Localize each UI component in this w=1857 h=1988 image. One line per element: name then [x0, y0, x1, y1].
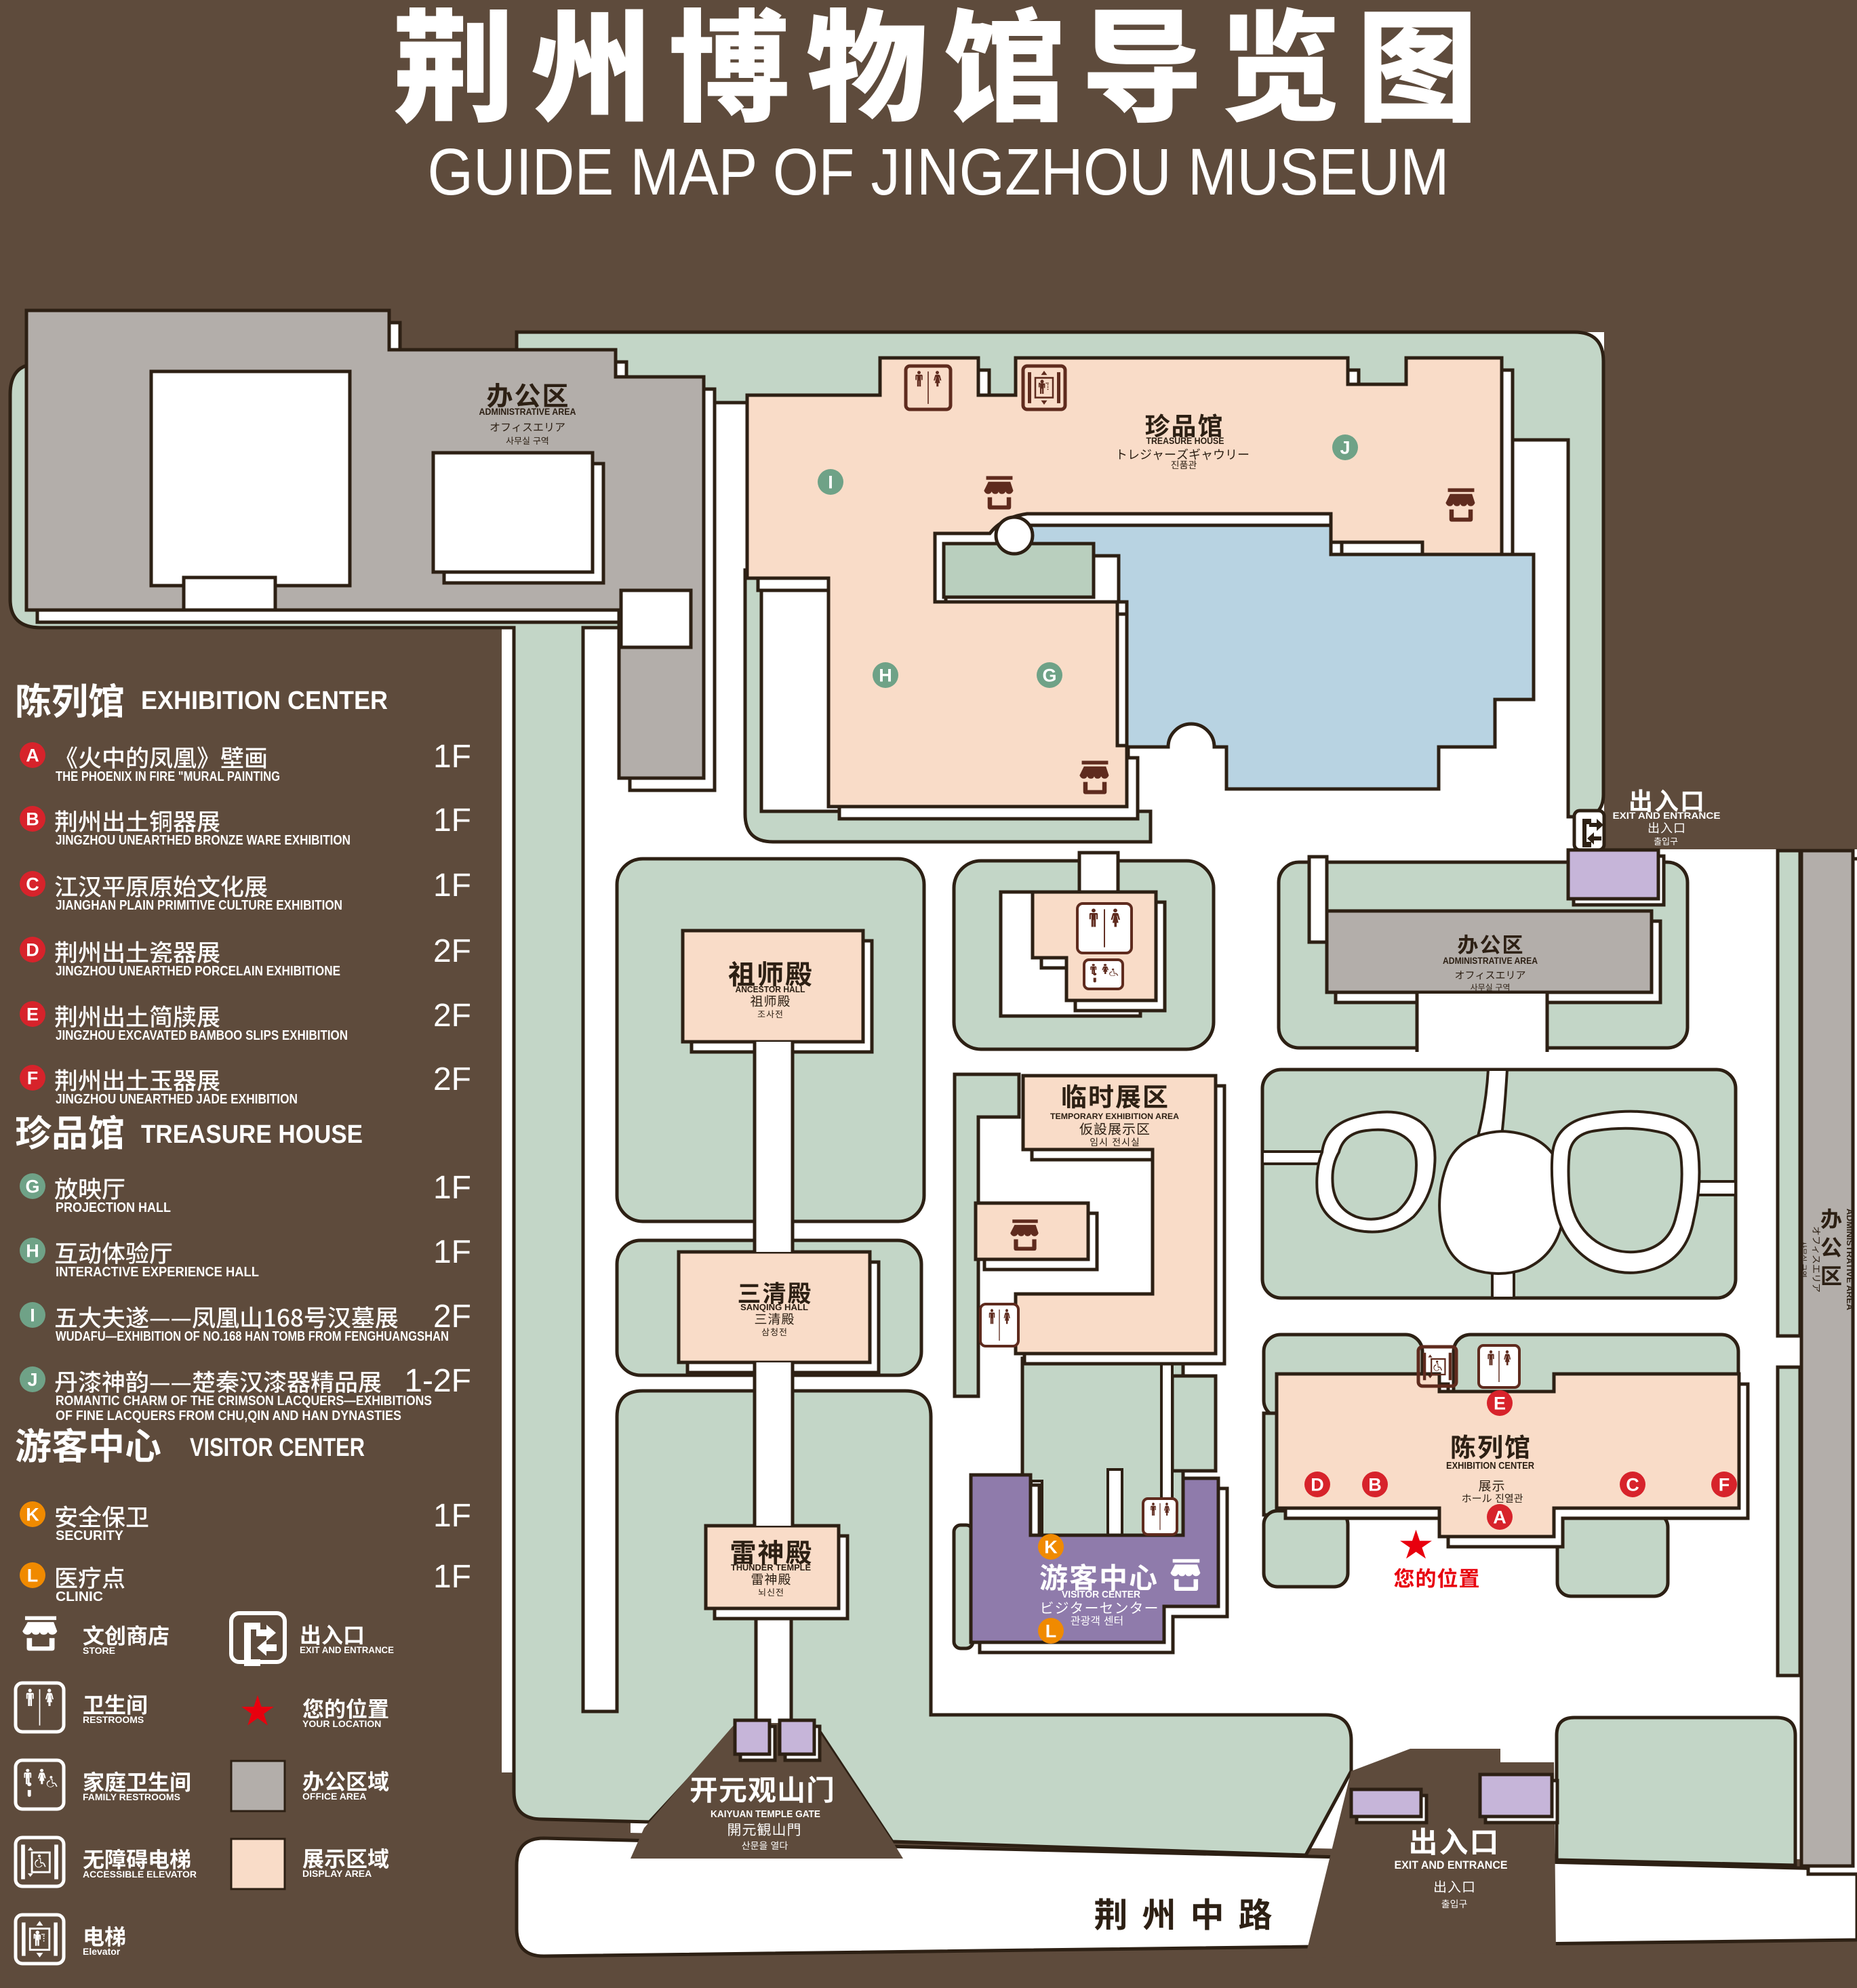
svg-text:JINGZHOU UNEARTHED BRONZE WARE: JINGZHOU UNEARTHED BRONZE WARE EXHIBITIO… — [56, 833, 351, 848]
svg-text:ROMANTIC CHARM OF THE CRIMSON: ROMANTIC CHARM OF THE CRIMSON LACQUERS—E… — [56, 1394, 432, 1408]
svg-text:THUNDER TEMPLE: THUNDER TEMPLE — [731, 1562, 811, 1573]
svg-text:1F: 1F — [433, 803, 471, 838]
svg-text:TREASURE HOUSE: TREASURE HOUSE — [141, 1120, 363, 1149]
svg-text:D: D — [1311, 1474, 1324, 1495]
svg-text:D: D — [26, 939, 39, 960]
svg-text:FAMILY RESTROOMS: FAMILY RESTROOMS — [83, 1791, 180, 1802]
svg-text:EXHIBITION CENTER: EXHIBITION CENTER — [141, 687, 388, 715]
svg-text:C: C — [1626, 1474, 1639, 1495]
svg-text:H: H — [26, 1240, 39, 1261]
svg-text:G: G — [1042, 665, 1056, 685]
svg-text:INTERACTIVE EXPERIENCE HALL: INTERACTIVE EXPERIENCE HALL — [56, 1265, 259, 1280]
svg-text:SANQING HALL: SANQING HALL — [740, 1302, 808, 1312]
svg-text:JINGZHOU UNEARTHED JADE EXHIBI: JINGZHOU UNEARTHED JADE EXHIBITION — [56, 1092, 298, 1107]
svg-text:YOUR LOCATION: YOUR LOCATION — [302, 1718, 381, 1729]
svg-text:I: I — [828, 472, 833, 492]
svg-text:1F: 1F — [433, 1170, 471, 1206]
svg-text:F: F — [1719, 1474, 1730, 1495]
svg-text:ADMINISTRATIVE AREA: ADMINISTRATIVE AREA — [479, 406, 576, 417]
svg-text:1F: 1F — [433, 1234, 471, 1270]
svg-text:ADMINISTRATIVE AREA: ADMINISTRATIVE AREA — [1845, 1209, 1854, 1310]
svg-text:K: K — [26, 1504, 39, 1524]
svg-text:A: A — [1493, 1507, 1506, 1527]
svg-text:K: K — [1044, 1537, 1058, 1557]
svg-text:ACCESSIBLE ELEVATOR: ACCESSIBLE ELEVATOR — [83, 1869, 197, 1880]
svg-text:EXHIBITION CENTER: EXHIBITION CENTER — [1446, 1460, 1534, 1472]
svg-text:2F: 2F — [433, 998, 471, 1034]
svg-text:Elevator: Elevator — [83, 1946, 121, 1957]
svg-text:VISITOR CENTER: VISITOR CENTER — [1062, 1589, 1140, 1600]
svg-text:KAIYUAN TEMPLE GATE: KAIYUAN TEMPLE GATE — [711, 1808, 820, 1820]
svg-text:2F: 2F — [433, 1299, 471, 1335]
svg-text:ADMINISTRATIVE AREA: ADMINISTRATIVE AREA — [1443, 955, 1538, 966]
svg-text:B: B — [26, 809, 39, 829]
svg-text:E: E — [1494, 1393, 1506, 1413]
svg-text:1-2F: 1-2F — [404, 1363, 471, 1399]
svg-text:A: A — [26, 745, 39, 765]
svg-text:I: I — [30, 1305, 35, 1325]
svg-text:JIANGHAN PLAIN PRIMITIVE CULTU: JIANGHAN PLAIN PRIMITIVE CULTURE EXHIBIT… — [56, 898, 342, 913]
svg-text:TEMPORARY EXHIBITION AREA: TEMPORARY EXHIBITION AREA — [1050, 1112, 1179, 1121]
svg-text:THE PHOENIX IN FIRE "MURAL PAI: THE PHOENIX IN FIRE "MURAL PAINTING — [56, 769, 280, 784]
svg-text:RESTROOMS: RESTROOMS — [83, 1714, 144, 1725]
svg-text:J: J — [27, 1369, 37, 1389]
svg-text:OFFICE AREA: OFFICE AREA — [302, 1791, 366, 1802]
svg-text:H: H — [879, 665, 892, 685]
svg-text:CLINIC: CLINIC — [56, 1589, 103, 1604]
svg-text:J: J — [1340, 437, 1350, 458]
svg-text:1F: 1F — [433, 1498, 471, 1534]
svg-text:JINGZHOU UNEARTHED PORCELAIN E: JINGZHOU UNEARTHED PORCELAIN EXHIBITIONE — [56, 964, 340, 979]
svg-text:STORE: STORE — [83, 1645, 115, 1656]
svg-text:1F: 1F — [433, 739, 471, 775]
svg-text:EXIT AND ENTRANCE: EXIT AND ENTRANCE — [1613, 810, 1721, 821]
svg-text:C: C — [26, 874, 39, 894]
svg-text:2F: 2F — [433, 1061, 471, 1097]
svg-text:WUDAFU—EXHIBITION OF NO.168 HA: WUDAFU—EXHIBITION OF NO.168 HAN TOMB FRO… — [56, 1329, 449, 1344]
svg-text:EXIT AND ENTRANCE: EXIT AND ENTRANCE — [300, 1644, 394, 1655]
svg-text:SECURITY: SECURITY — [56, 1528, 124, 1543]
svg-text:2F: 2F — [433, 933, 471, 969]
svg-text:TREASURE HOUSE: TREASURE HOUSE — [1146, 435, 1224, 446]
svg-text:1F: 1F — [433, 1559, 471, 1595]
svg-text:PROJECTION HALL: PROJECTION HALL — [56, 1200, 171, 1215]
svg-text:VISITOR CENTER: VISITOR CENTER — [190, 1434, 365, 1462]
svg-text:DISPLAY AREA: DISPLAY AREA — [302, 1868, 372, 1879]
svg-text:ANCESTOR HALL: ANCESTOR HALL — [736, 984, 805, 994]
svg-text:GUIDE MAP OF JINGZHOU MUSEUM: GUIDE MAP OF JINGZHOU MUSEUM — [428, 135, 1450, 209]
svg-text:E: E — [26, 1004, 39, 1024]
svg-text:EXIT AND ENTRANCE: EXIT AND ENTRANCE — [1395, 1859, 1508, 1871]
svg-text:L: L — [27, 1565, 39, 1585]
svg-text:1F: 1F — [433, 868, 471, 904]
svg-text:L: L — [1045, 1621, 1057, 1641]
svg-text:G: G — [25, 1176, 39, 1196]
svg-text:JINGZHOU EXCAVATED BAMBOO SLIP: JINGZHOU EXCAVATED BAMBOO SLIPS EXHIBITI… — [56, 1028, 348, 1043]
svg-text:B: B — [1368, 1474, 1382, 1495]
svg-text:F: F — [27, 1068, 39, 1088]
svg-text:OF FINE LACQUERS FROM CHU,QIN: OF FINE LACQUERS FROM CHU,QIN AND HAN DY… — [56, 1408, 401, 1423]
